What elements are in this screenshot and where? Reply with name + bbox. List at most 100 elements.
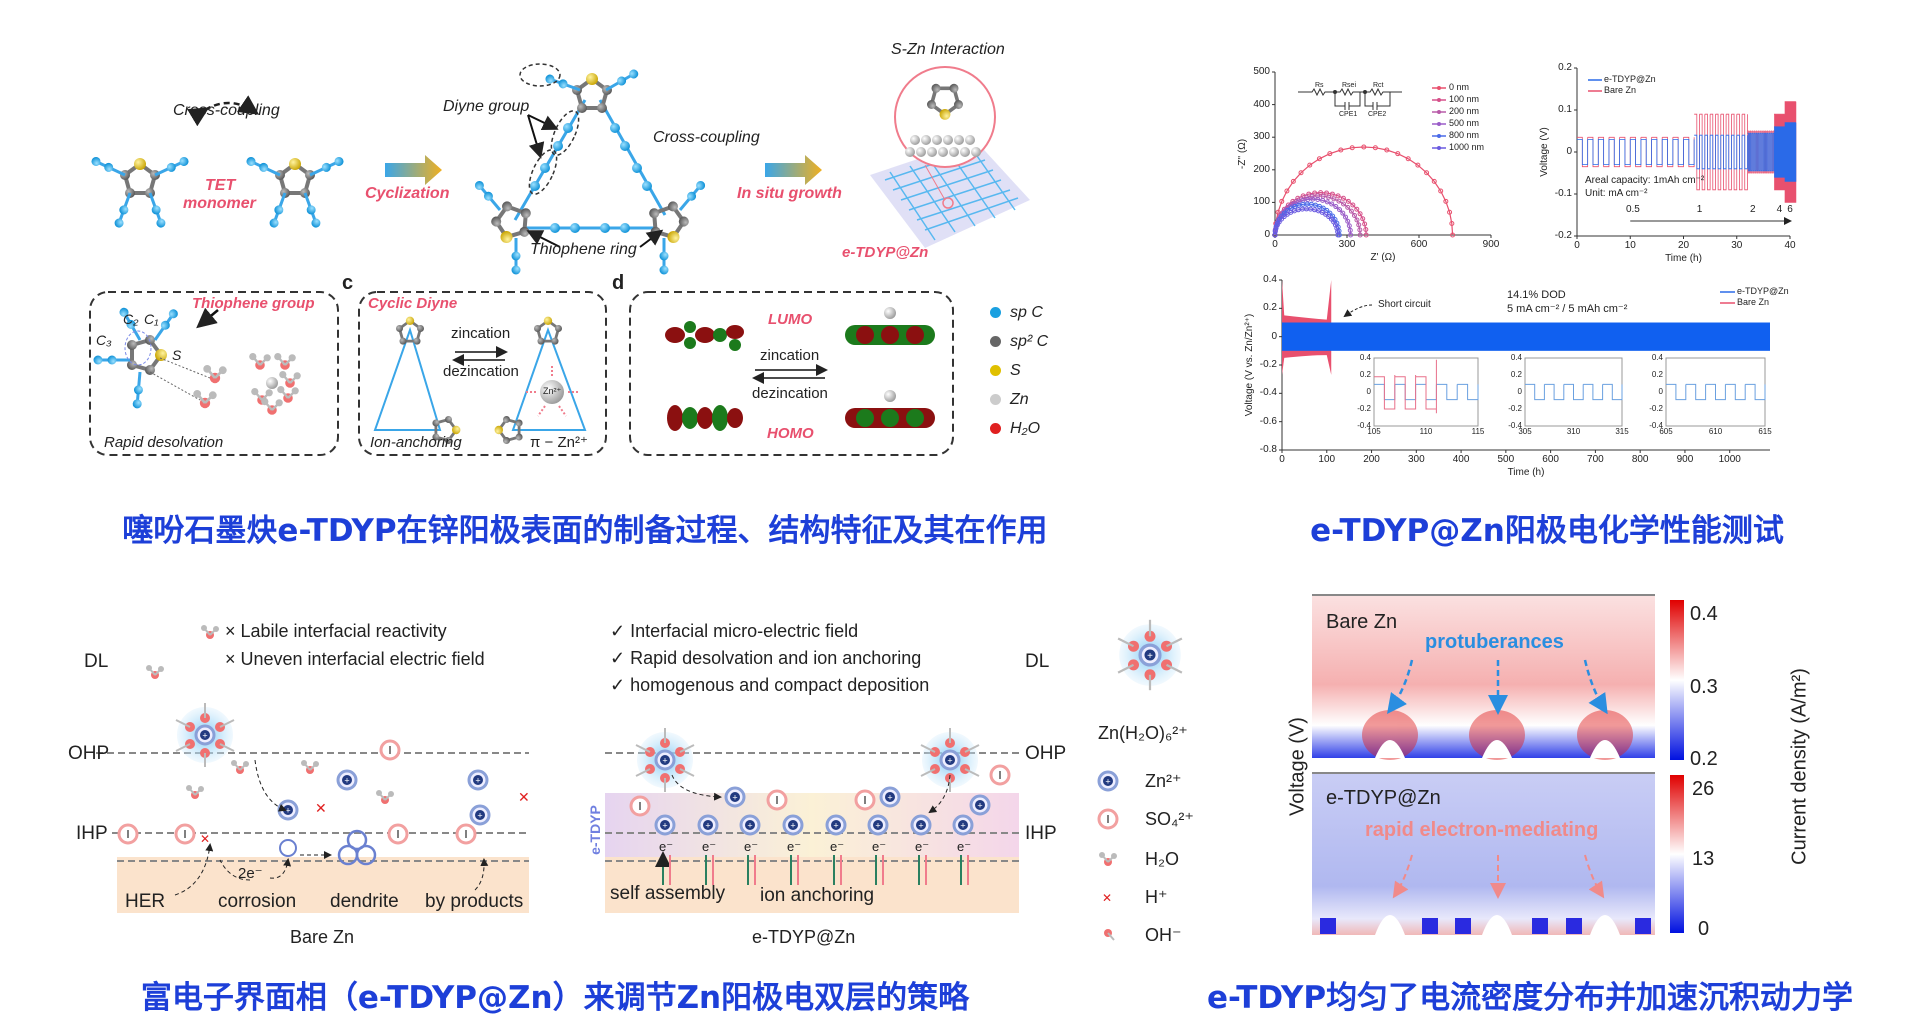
- con-2: × Uneven interfacial electric field: [225, 649, 485, 669]
- eis-data-point: [1334, 225, 1340, 231]
- eis-data-point: [1354, 206, 1360, 212]
- eis-legend-label: 500 nm: [1449, 118, 1480, 128]
- cyclic-diyne-zincation: [373, 315, 587, 446]
- pro-2: ✓ Rapid desolvation and ion anchoring: [610, 648, 922, 668]
- short-circuit-arrow: [1343, 304, 1373, 318]
- eis-data-point: [1340, 210, 1346, 216]
- eis-data-point: [1357, 232, 1363, 238]
- eis-data-point: [1318, 190, 1324, 196]
- eis-data-point: [1329, 191, 1335, 197]
- atom-legend-label: sp² C: [1010, 333, 1049, 350]
- eis-data-point: [1331, 196, 1337, 202]
- cyc-y-axis-label: Voltage (V vs. Zn/Zn²⁺): [1244, 313, 1255, 417]
- eis-data-point: [1443, 198, 1449, 204]
- cyc-x-tick-label: 700: [1587, 454, 1604, 465]
- rate-series-bare: [1577, 101, 1797, 203]
- cyc-y-tick-label: -0.8: [1259, 444, 1277, 455]
- caption-edl-strategy: 富电子界面相（e-TDYP@Zn）来调节Zn阳极电双层的策略: [140, 980, 970, 1016]
- eis-data-point: [1326, 194, 1332, 200]
- cyc-x-tick-label: 0: [1279, 454, 1285, 465]
- eis-series-line: [1274, 208, 1339, 236]
- current-stage-label: 1: [1696, 204, 1703, 215]
- c1-label: C₁: [144, 311, 159, 327]
- eis-data-point: [1354, 217, 1360, 223]
- cyc-x-tick-label: 900: [1676, 454, 1694, 465]
- her-label: HER: [125, 891, 166, 912]
- inset-y-tick-label: -0.4: [1649, 421, 1663, 430]
- cross-coupling-label-2: Cross-coupling: [653, 129, 760, 146]
- eis-data-point: [1309, 193, 1315, 199]
- bare-dl-label: DL: [84, 651, 109, 672]
- inset-y-tick-label: 0: [1658, 387, 1663, 396]
- inset-y-tick-label: -0.4: [1508, 421, 1522, 430]
- eis-legend-label: 200 nm: [1449, 106, 1480, 116]
- rate-y-tick-label: 0.2: [1558, 62, 1572, 73]
- product-label: e-TDYP@Zn: [842, 244, 929, 261]
- eis-data-point: [1349, 145, 1355, 151]
- svg-text:✕: ✕: [1102, 891, 1112, 905]
- inset-y-tick-label: 0.4: [1359, 353, 1371, 362]
- eis-nyquist-chart: [1272, 71, 1492, 238]
- eis-data-point: [1363, 226, 1369, 232]
- dod-label: 14.1% DOD: [1507, 289, 1566, 301]
- unit-note: Unit: mA cm⁻²: [1585, 188, 1648, 199]
- cyc-x-tick-label: 300: [1407, 454, 1425, 465]
- cyc-x-axis-label: Time (h): [1507, 467, 1545, 478]
- eis-data-point: [1278, 216, 1284, 222]
- eis-data-point: [1272, 229, 1278, 235]
- circuit-c1-label: CPE1: [1339, 111, 1358, 118]
- inset-y-tick-label: 0.2: [1510, 370, 1522, 379]
- inset-x-tick-label: 615: [1758, 427, 1772, 436]
- eis-data-point: [1362, 221, 1368, 227]
- atom-legend-label: Zn: [1010, 391, 1029, 408]
- tet-monomer-left: [90, 155, 190, 228]
- eis-data-point: [1346, 223, 1352, 229]
- rate-legend-label: Bare Zn: [1604, 85, 1637, 95]
- dezincation-label-c: dezincation: [443, 363, 519, 380]
- atom-legend-label: S: [1010, 362, 1021, 379]
- caption-current-density: e-TDYP均匀了电流密度分布并加速沉积动力学: [1206, 980, 1854, 1016]
- lumo-label: LUMO: [768, 311, 813, 328]
- eis-x-tick-label: 0: [1272, 239, 1278, 250]
- circuit-r1-label: Rs: [1315, 82, 1324, 89]
- rate-y-tick-label: -0.2: [1554, 230, 1572, 241]
- inset-y-tick-label: -0.4: [1357, 421, 1371, 430]
- cyc-legend-label: e-TDYP@Zn: [1737, 286, 1789, 296]
- ion-legend-icons: ✕: [1097, 620, 1182, 941]
- eis-data-point: [1320, 197, 1326, 203]
- eis-x-axis-label: Z' (Ω): [1370, 252, 1396, 263]
- rate-y-axis-label: Voltage (V): [1539, 127, 1550, 177]
- tet-monomer-right: [245, 155, 345, 228]
- eis-data-point: [1310, 196, 1316, 202]
- eis-data-point: [1340, 195, 1346, 201]
- thiophene-desolvation-model: [92, 304, 302, 416]
- inset-chart: [1524, 357, 1623, 427]
- eis-data-point: [1447, 209, 1453, 215]
- c3-label: C₃: [96, 332, 112, 348]
- sim-e-tdyp-label: e-TDYP@Zn: [1326, 787, 1441, 809]
- in-situ-growth-label: In situ growth: [737, 185, 842, 202]
- legend-zn2: Zn²⁺: [1145, 771, 1182, 791]
- rate-x-tick-label: 20: [1677, 240, 1690, 251]
- synthesis-scheme: [89, 63, 1030, 456]
- zincation-label-d: zincation: [760, 347, 820, 364]
- eis-data-point: [1424, 170, 1430, 176]
- eis-data-point: [1279, 198, 1285, 204]
- panel-c-box: [358, 291, 607, 456]
- cyc-x-tick-label: 200: [1363, 454, 1380, 465]
- ion-anchoring-label: Ion-anchoring: [370, 434, 462, 451]
- coated-ihp-label: IHP: [1025, 823, 1057, 844]
- inset-y-tick-label: 0: [1517, 387, 1522, 396]
- cyclic-diyne-title: Cyclic Diyne: [368, 295, 458, 312]
- cyclization-arrow: [385, 155, 442, 185]
- coated-ohp-label: OHP: [1025, 743, 1067, 764]
- e-tdyp-layer-label: e-TDYP: [586, 805, 603, 855]
- cbar-top-max: 0.4: [1690, 603, 1718, 625]
- eis-data-point: [1343, 214, 1349, 220]
- thiophene-group-title: Thiophene group: [192, 295, 315, 312]
- panel-d-box: [629, 291, 954, 456]
- rapid-electron-label: rapid electron-mediating: [1365, 819, 1599, 841]
- legend-h2o: H₂O: [1145, 849, 1179, 869]
- caption-electrochemistry: e-TDYP@Zn阳极电化学性能测试: [1310, 513, 1784, 549]
- cyc-x-tick-label: 500: [1497, 454, 1515, 465]
